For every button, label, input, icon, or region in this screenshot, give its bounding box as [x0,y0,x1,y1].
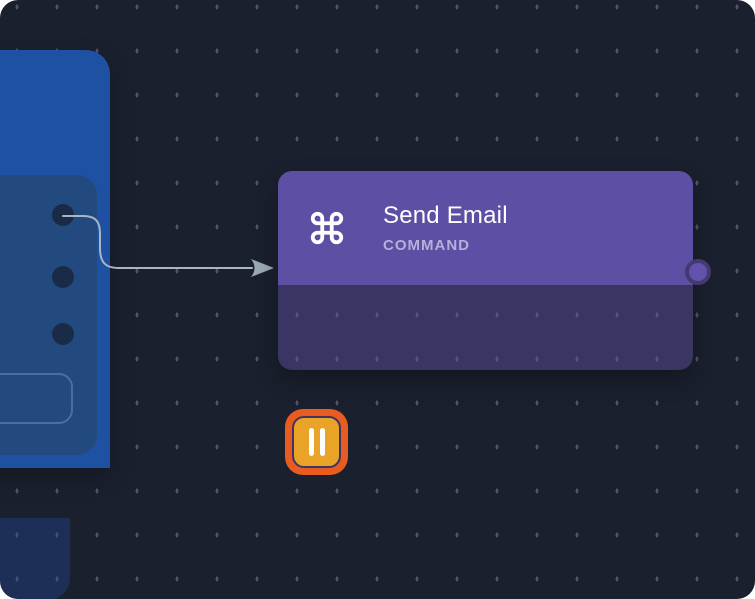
left-node-footer [0,518,70,599]
pause-bar-right [319,428,325,456]
send-email-node-footer [278,285,693,475]
node-title: Send Email [383,202,508,229]
pause-icon [292,416,341,468]
send-email-node-labels: Send Email COMMAND [383,202,508,254]
left-node[interactable] [0,50,110,599]
left-node-port-1[interactable] [52,204,74,226]
command-icon [310,211,344,245]
left-node-port-2[interactable] [52,266,74,288]
node-type-badge: COMMAND [383,237,470,254]
send-email-node-header: Send Email COMMAND [278,171,693,285]
pause-status-button[interactable] [285,409,348,475]
send-email-output-port[interactable] [685,259,711,285]
left-node-port-3[interactable] [52,323,74,345]
wire-arrowhead-icon [251,259,274,277]
left-node-body [0,175,97,455]
pause-bar-left [308,428,314,456]
send-email-node[interactable]: Send Email COMMAND [278,171,711,475]
left-node-button[interactable] [0,373,73,424]
